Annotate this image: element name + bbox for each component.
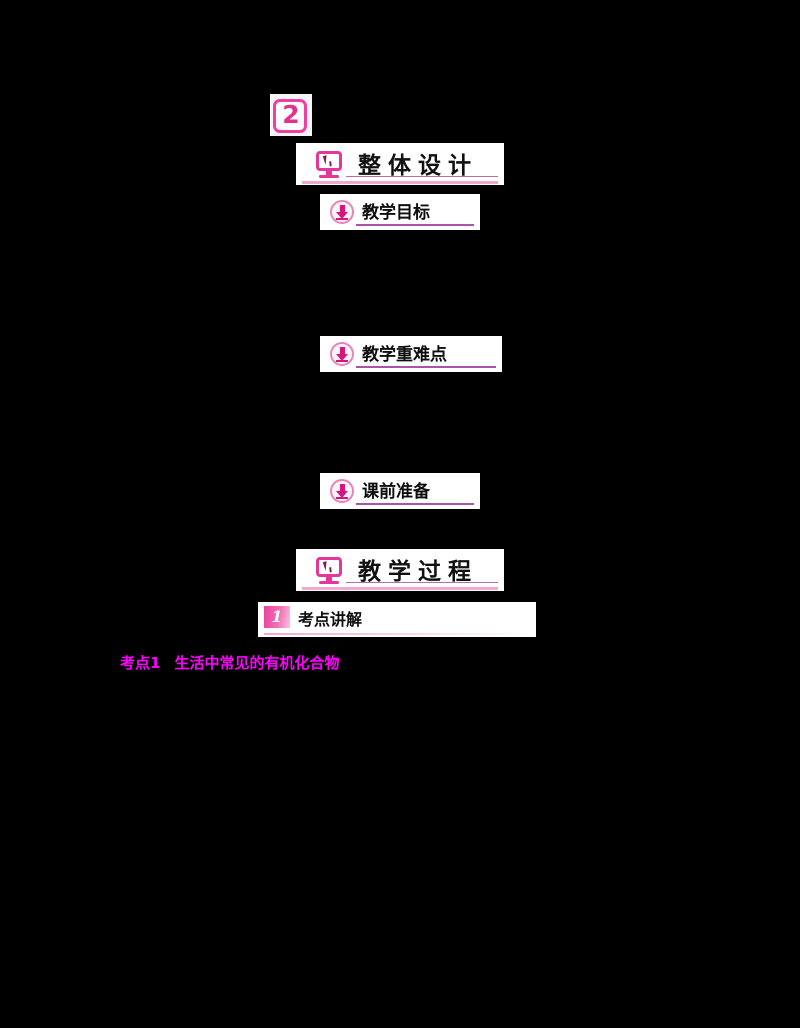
number-chip-text: 1 <box>271 607 283 626</box>
section-rule-thin <box>346 176 498 177</box>
numbered-rule <box>264 633 530 635</box>
section-title: 教学过程 <box>358 559 478 584</box>
section-rule-thick <box>302 181 498 184</box>
numbered-header-key-point-explanation: 1 考点讲解 <box>258 602 536 637</box>
section-rule-thick <box>302 587 498 590</box>
subsection-header-pre-class-preparation: 课前准备 <box>320 473 480 509</box>
section-rule-thin <box>346 582 498 583</box>
download-arrow-icon <box>330 200 354 224</box>
chapter-number-badge: 2 <box>270 94 312 136</box>
chapter-number-text: 2 <box>282 100 300 129</box>
section-header-teaching-process: 教学过程 <box>296 549 504 591</box>
section-title: 整体设计 <box>358 153 478 178</box>
monitor-cursor-icon <box>314 151 344 179</box>
subsection-header-teaching-objectives: 教学目标 <box>320 194 480 230</box>
kaodian-heading: 考点1 生活中常见的有机化合物 <box>120 652 339 673</box>
subsection-rule <box>356 503 474 505</box>
subsection-rule <box>356 224 474 226</box>
subsection-title: 课前准备 <box>362 482 430 502</box>
subsection-title: 教学目标 <box>362 203 430 223</box>
subsection-rule <box>356 366 496 368</box>
download-arrow-icon <box>330 342 354 366</box>
kaodian-lead: 考点1 <box>120 654 161 672</box>
subsection-header-teaching-key-difficult-points: 教学重难点 <box>320 336 502 372</box>
download-arrow-icon <box>330 479 354 503</box>
subsection-title: 教学重难点 <box>362 345 447 365</box>
kaodian-title: 生活中常见的有机化合物 <box>174 654 340 672</box>
number-chip: 1 <box>264 606 290 628</box>
monitor-cursor-icon <box>314 557 344 585</box>
section-header-overall-design: 整体设计 <box>296 143 504 185</box>
badge-frame <box>273 99 307 133</box>
numbered-title: 考点讲解 <box>298 610 363 629</box>
